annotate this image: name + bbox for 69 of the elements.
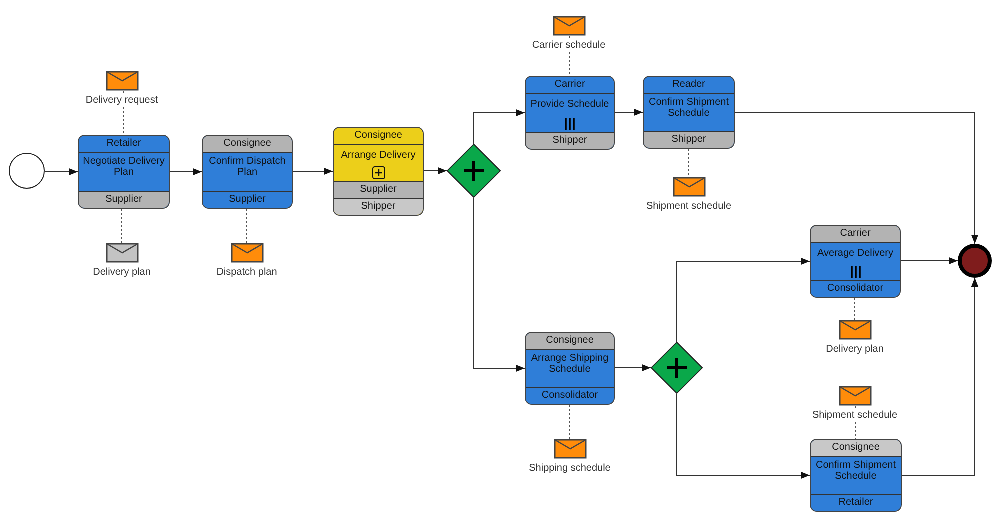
sequence-arrow bbox=[676, 394, 810, 480]
participant-band: Supplier bbox=[79, 191, 169, 208]
participant-band: Consolidator bbox=[811, 280, 900, 297]
participant-band: Shipper bbox=[334, 198, 423, 215]
task-label: Average Delivery bbox=[816, 248, 894, 259]
task-label: Negotiate Delivery Plan bbox=[82, 156, 166, 178]
participant-band: Carrier bbox=[811, 226, 900, 243]
envelope-icon bbox=[230, 243, 264, 263]
choreography-task bbox=[525, 332, 615, 405]
start-event bbox=[9, 153, 45, 189]
sequence-arrow bbox=[902, 278, 979, 476]
choreography-task bbox=[333, 127, 424, 216]
participant-band: Consolidator bbox=[526, 387, 614, 404]
sequence-arrow bbox=[734, 112, 979, 244]
participant-band: Supplier bbox=[334, 181, 423, 198]
task-label: Arrange Shipping Schedule bbox=[530, 353, 610, 375]
participant-band: Consignee bbox=[334, 128, 423, 145]
participant-band: Consignee bbox=[526, 333, 614, 350]
choreography-task bbox=[643, 76, 735, 149]
message-label: Dispatch plan bbox=[216, 267, 278, 279]
association-line bbox=[688, 148, 690, 178]
envelope-icon bbox=[838, 386, 872, 406]
sequence-arrow bbox=[170, 168, 202, 176]
choreography-task bbox=[202, 135, 293, 209]
task-label: Confirm Dispatch Plan bbox=[208, 156, 287, 178]
message-label: Shipment schedule bbox=[646, 201, 732, 213]
sequence-arrow bbox=[474, 109, 526, 144]
association-line bbox=[854, 298, 856, 320]
parallel-gateway bbox=[447, 144, 501, 198]
participant-band: Carrier bbox=[526, 77, 614, 94]
association-line bbox=[246, 208, 248, 244]
message-label: Delivery request bbox=[86, 95, 158, 107]
choreography-task bbox=[525, 76, 615, 150]
message-label: Delivery plan bbox=[93, 267, 151, 279]
message-label: Shipping schedule bbox=[529, 463, 611, 475]
choreography-task bbox=[810, 439, 902, 512]
task-label: Confirm Shipment Schedule bbox=[648, 97, 730, 119]
participant-band: Shipper bbox=[526, 132, 614, 149]
message-label: Shipment schedule bbox=[812, 410, 898, 422]
sequence-arrow bbox=[900, 257, 958, 265]
participant-band: Consignee bbox=[203, 136, 292, 153]
envelope-icon bbox=[552, 16, 586, 36]
task-label: Arrange Delivery bbox=[340, 150, 417, 161]
choreography-task bbox=[78, 135, 170, 209]
sequence-arrow bbox=[424, 167, 448, 175]
participant-band: Supplier bbox=[203, 191, 292, 208]
envelope-icon bbox=[554, 439, 586, 459]
sequence-arrow bbox=[292, 168, 334, 176]
envelope-icon bbox=[106, 71, 138, 91]
sequence-arrow bbox=[44, 168, 78, 176]
participant-band: Consignee bbox=[811, 440, 901, 457]
participant-band: Reader bbox=[644, 77, 734, 94]
task-label: Provide Schedule bbox=[530, 99, 610, 110]
participant-band: Shipper bbox=[644, 131, 734, 148]
sequence-arrow bbox=[614, 108, 644, 116]
parallel-gateway bbox=[651, 342, 703, 394]
end-event bbox=[958, 244, 992, 278]
task-label: Confirm Shipment Schedule bbox=[814, 460, 898, 482]
sequence-arrow bbox=[474, 198, 526, 372]
participant-band: Retailer bbox=[811, 494, 901, 511]
envelope-icon bbox=[838, 320, 872, 340]
sequence-arrow bbox=[676, 258, 810, 342]
sequence-arrow bbox=[614, 364, 652, 372]
envelope-icon bbox=[106, 243, 138, 263]
message-label: Delivery plan bbox=[826, 344, 884, 356]
choreography-task bbox=[810, 225, 901, 298]
participant-band: Retailer bbox=[79, 136, 169, 153]
envelope-icon bbox=[672, 177, 706, 197]
message-label: Carrier schedule bbox=[532, 40, 606, 52]
